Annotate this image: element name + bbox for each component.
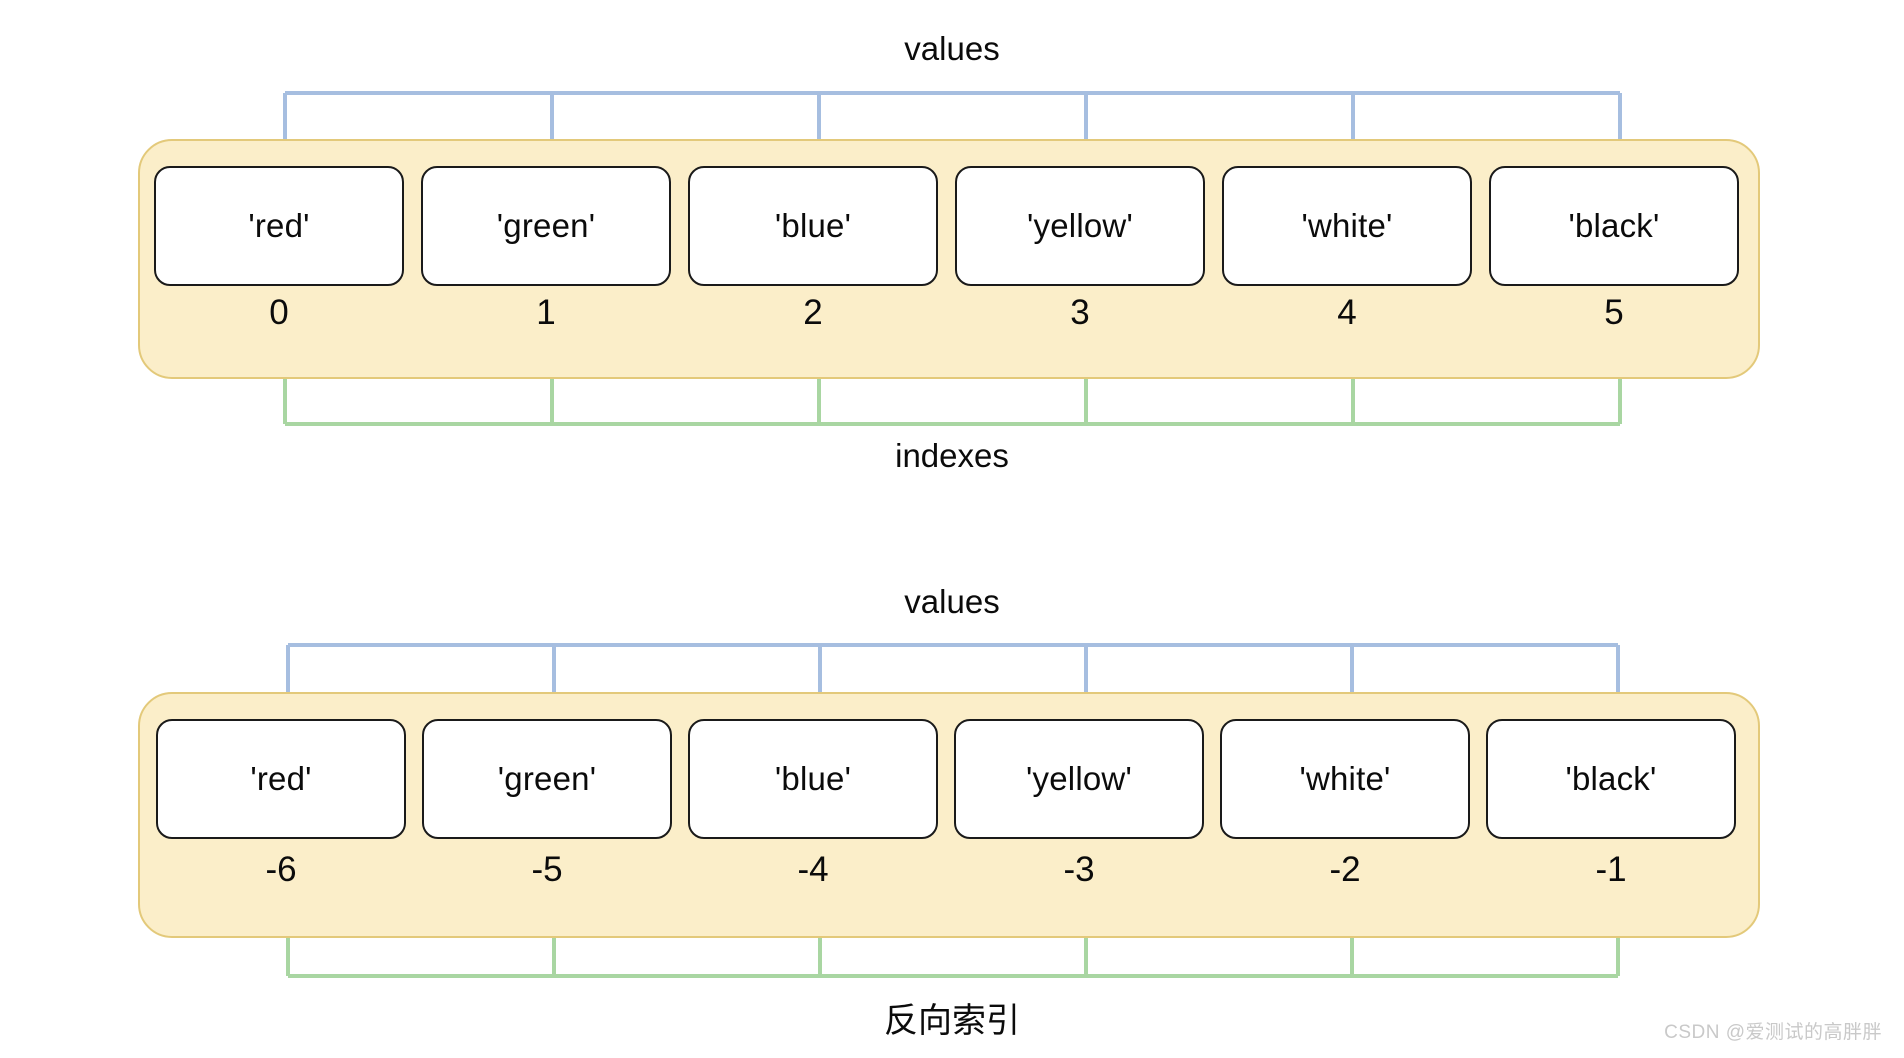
index-label: -4: [797, 850, 829, 889]
index-label: -3: [1063, 850, 1095, 889]
value-cell: 'green': [421, 166, 671, 286]
value-cell: 'green': [422, 719, 672, 839]
caption-reverse-index-bottom: 反向索引: [884, 1002, 1020, 1040]
negative-index-panel: 'red' 'green' 'blue' 'yellow' 'white' 'b…: [138, 692, 1760, 938]
value-cell: 'yellow': [955, 166, 1205, 286]
value-cell-label: 'green': [496, 207, 596, 244]
index-label: 0: [269, 293, 289, 332]
caption-indexes-top: indexes: [895, 437, 1009, 474]
value-cell: 'black': [1489, 166, 1739, 286]
positive-index-panel: 'red' 'green' 'blue' 'yellow' 'white' 'b…: [138, 139, 1760, 379]
value-cell: 'blue': [688, 719, 938, 839]
value-cell: 'red': [156, 719, 406, 839]
value-cell: 'white': [1222, 166, 1472, 286]
index-label: -2: [1329, 850, 1361, 889]
cell-row-top: 'red' 'green' 'blue' 'yellow' 'white' 'b…: [140, 141, 1758, 377]
value-cell-label: 'yellow': [1027, 207, 1133, 244]
value-cell-label: 'blue': [774, 760, 852, 797]
index-label: -5: [531, 850, 563, 889]
cell-row-bottom: 'red' 'green' 'blue' 'yellow' 'white' 'b…: [140, 694, 1758, 936]
value-cell: 'yellow': [954, 719, 1204, 839]
value-cell-label: 'white': [1301, 207, 1393, 244]
value-cell: 'red': [154, 166, 404, 286]
value-cell-label: 'yellow': [1026, 760, 1132, 797]
index-label: -6: [265, 850, 297, 889]
index-label: 3: [1070, 293, 1090, 332]
index-label: 5: [1604, 293, 1624, 332]
value-cell-label: 'red': [248, 207, 310, 244]
value-cell-label: 'black': [1565, 760, 1657, 797]
caption-values-top: values: [904, 30, 1000, 67]
value-cell-label: 'black': [1568, 207, 1660, 244]
index-label: 2: [803, 293, 823, 332]
index-label: 1: [536, 293, 556, 332]
value-cell: 'black': [1486, 719, 1736, 839]
value-cell-label: 'white': [1299, 760, 1391, 797]
watermark: CSDN @爱测试的高胖胖: [1664, 1022, 1882, 1043]
value-cell: 'blue': [688, 166, 938, 286]
value-cell-label: 'green': [497, 760, 597, 797]
value-cell-label: 'blue': [774, 207, 852, 244]
value-cell-label: 'red': [250, 760, 312, 797]
index-label: -1: [1595, 850, 1627, 889]
value-cell: 'white': [1220, 719, 1470, 839]
caption-values-bottom: values: [904, 583, 1000, 620]
index-label: 4: [1337, 293, 1357, 332]
